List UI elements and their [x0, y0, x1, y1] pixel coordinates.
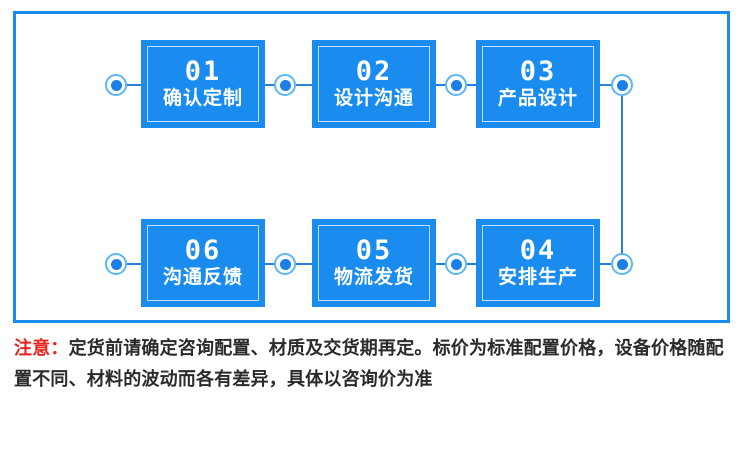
process-step-06-inner: 06 沟通反馈 [147, 225, 259, 301]
process-diagram-frame: 01 确认定制 02 设计沟通 03 产品设计 [13, 11, 730, 323]
connector-line-05-to-node4 [436, 263, 448, 265]
process-step-05-number: 05 [355, 235, 393, 267]
connector-line-01-to-node2 [265, 84, 277, 86]
notice-line-1: 定货前请确定咨询配置、材质及交货期再定。标价为标准配置价格，设备价格随 [68, 338, 706, 359]
circle-node-icon-top-right [611, 74, 633, 96]
process-step-01-label: 确认定制 [162, 86, 243, 109]
process-step-05-inner: 05 物流发货 [318, 225, 430, 301]
connector-line-node2-to-02 [296, 84, 312, 86]
connector-line-04-to-right-node [600, 263, 616, 265]
circle-node-icon-between-05-06 [274, 253, 296, 275]
connector-line-end-to-06 [127, 263, 141, 265]
circle-node-icon-between-04-05 [445, 253, 467, 275]
process-step-05[interactable]: 05 物流发货 [312, 219, 436, 307]
circle-node-icon-start [105, 74, 127, 96]
flow-row-bottom: 06 沟通反馈 05 物流发货 04 安排生产 [16, 219, 733, 309]
process-step-04-label: 安排生产 [497, 265, 578, 288]
process-step-01-inner: 01 确认定制 [147, 46, 259, 122]
connector-line-02-to-node3 [436, 84, 448, 86]
process-step-05-label: 物流发货 [333, 265, 414, 288]
process-step-04[interactable]: 04 安排生产 [476, 219, 600, 307]
process-step-02[interactable]: 02 设计沟通 [312, 40, 436, 128]
connector-line-06-to-node5 [265, 263, 277, 265]
process-step-03-inner: 03 产品设计 [482, 46, 594, 122]
circle-node-icon-between-02-03 [445, 74, 467, 96]
process-step-04-inner: 04 安排生产 [482, 225, 594, 301]
connector-line-03-to-right-node [600, 84, 616, 86]
connector-line-vertical-right [621, 96, 623, 263]
process-step-02-number: 02 [355, 56, 393, 88]
circle-node-icon-end [105, 253, 127, 275]
process-step-02-label: 设计沟通 [333, 86, 414, 109]
process-step-06-label: 沟通反馈 [162, 265, 243, 288]
process-step-03[interactable]: 03 产品设计 [476, 40, 600, 128]
connector-line-node4-to-04 [467, 263, 483, 265]
process-step-06[interactable]: 06 沟通反馈 [141, 219, 265, 307]
connector-line-node5-to-05 [296, 263, 312, 265]
flow-row-top: 01 确认定制 02 设计沟通 03 产品设计 [16, 40, 733, 130]
process-step-02-inner: 02 设计沟通 [318, 46, 430, 122]
connector-line-start-to-01 [127, 84, 141, 86]
process-step-01-number: 01 [184, 56, 222, 88]
process-step-03-number: 03 [519, 56, 557, 88]
notice-text-block: 注意：定货前请确定咨询配置、材质及交货期再定。标价为标准配置价格，设备价格随配置… [14, 333, 736, 395]
process-step-06-number: 06 [184, 235, 222, 267]
process-step-01[interactable]: 01 确认定制 [141, 40, 265, 128]
process-step-03-label: 产品设计 [497, 86, 578, 109]
process-step-04-number: 04 [519, 235, 557, 267]
connector-line-node3-to-03 [467, 84, 483, 86]
notice-flag-label: 注意： [14, 338, 69, 359]
circle-node-icon-bottom-right [611, 253, 633, 275]
circle-node-icon-between-01-02 [274, 74, 296, 96]
notice-line-2: 配置不同、材料的波动而各有差异，具体以咨询价为准 [14, 338, 724, 390]
